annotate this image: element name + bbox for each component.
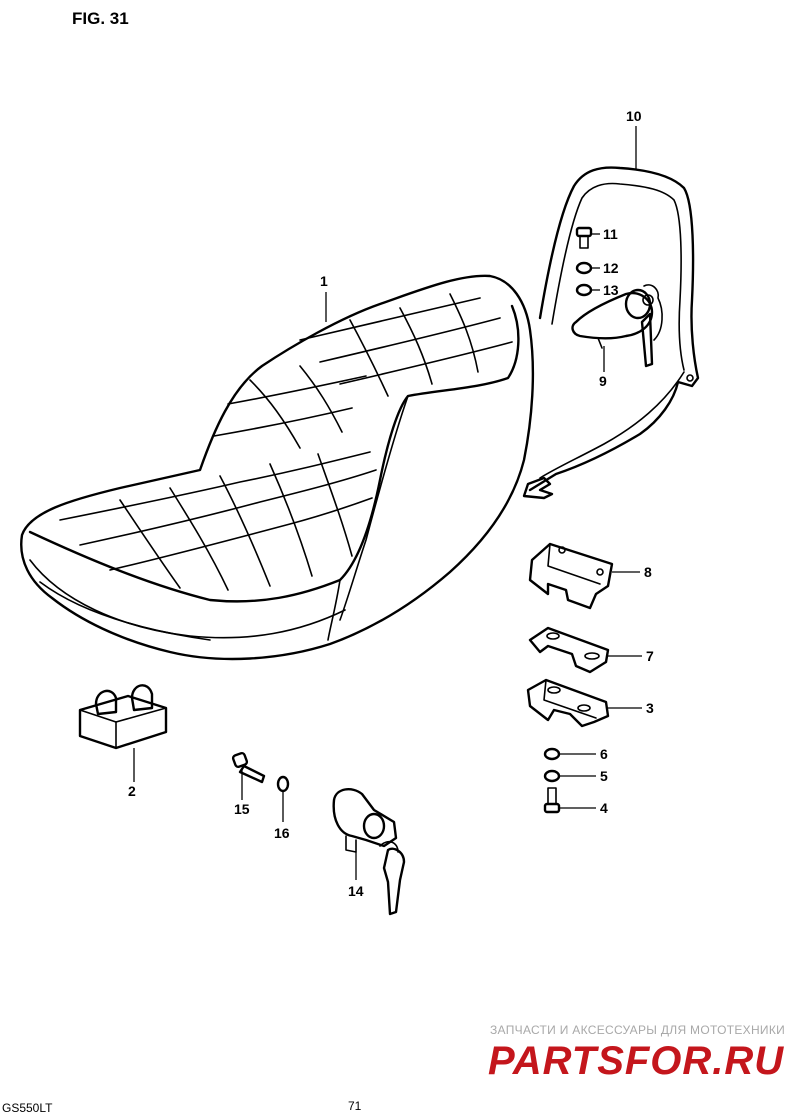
washer-12-drawing <box>575 261 593 275</box>
washer-5-drawing <box>543 769 561 783</box>
callout-12: 12 <box>603 260 619 276</box>
callout-8: 8 <box>644 564 652 580</box>
footer-code: GS550LT <box>2 1101 53 1115</box>
grab-bar-drawing <box>522 166 700 500</box>
watermark: ЗАПЧАСТИ И АКСЕССУАРЫ ДЛЯ МОТОТЕХНИКИ PA… <box>488 1023 785 1083</box>
callout-13: 13 <box>603 282 619 298</box>
washer-13-drawing <box>575 283 593 297</box>
page-mark: 71 <box>348 1099 362 1113</box>
cushion-block-drawing <box>78 684 168 750</box>
bracket-3-drawing <box>526 678 610 728</box>
callout-11: 11 <box>603 226 618 242</box>
leader-lines <box>133 126 642 880</box>
callout-4: 4 <box>600 800 608 816</box>
callout-10: 10 <box>626 108 642 124</box>
callout-1: 1 <box>320 273 328 289</box>
bracket-8-drawing <box>528 542 614 610</box>
bolt-11-drawing <box>575 226 593 249</box>
seat-drawing <box>20 274 535 661</box>
callout-7: 7 <box>646 648 654 664</box>
plate-7-drawing <box>528 626 610 674</box>
washer-6-drawing <box>543 747 561 761</box>
helmet-lock-drawing <box>571 284 663 368</box>
callout-9: 9 <box>599 373 607 389</box>
washer-16-drawing <box>276 775 290 793</box>
callout-3: 3 <box>646 700 654 716</box>
callout-2: 2 <box>128 783 136 799</box>
figure-title: FIG. 31 <box>72 9 129 28</box>
callout-6: 6 <box>600 746 608 762</box>
bolt-4-drawing <box>543 787 561 814</box>
bolt-15-drawing <box>231 751 266 784</box>
callout-5: 5 <box>600 768 608 784</box>
callout-labels: 1 2 3 4 5 6 7 8 9 10 11 12 13 14 15 16 <box>128 108 654 899</box>
callout-14: 14 <box>348 883 364 899</box>
callout-15: 15 <box>234 801 250 817</box>
callout-16: 16 <box>274 825 290 841</box>
watermark-tagline: ЗАПЧАСТИ И АКСЕССУАРЫ ДЛЯ МОТОТЕХНИКИ <box>490 1023 785 1037</box>
seat-lock-drawing <box>332 788 406 916</box>
watermark-brand: PARTSFOR.RU <box>488 1039 784 1083</box>
